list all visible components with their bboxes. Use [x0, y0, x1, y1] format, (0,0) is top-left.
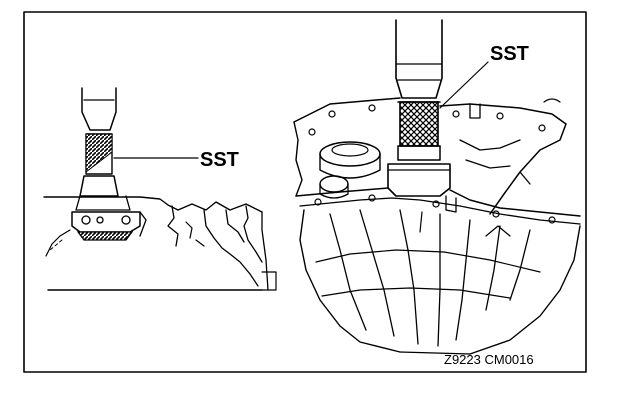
figure-code: Z9223 CM0016 — [444, 352, 534, 367]
right-view: SST — [293, 19, 581, 355]
left-view: SST — [43, 87, 277, 291]
right-transaxle-case — [293, 97, 581, 355]
right-sst-leader — [439, 61, 489, 109]
right-side-bearing — [319, 141, 381, 199]
left-sst-label: SST — [200, 149, 239, 171]
left-transaxle-case — [43, 196, 277, 291]
right-sst-label: SST — [490, 43, 529, 65]
left-sst-tool — [75, 87, 131, 211]
figure-frame — [23, 11, 587, 373]
left-bearing-assembly — [45, 211, 141, 257]
